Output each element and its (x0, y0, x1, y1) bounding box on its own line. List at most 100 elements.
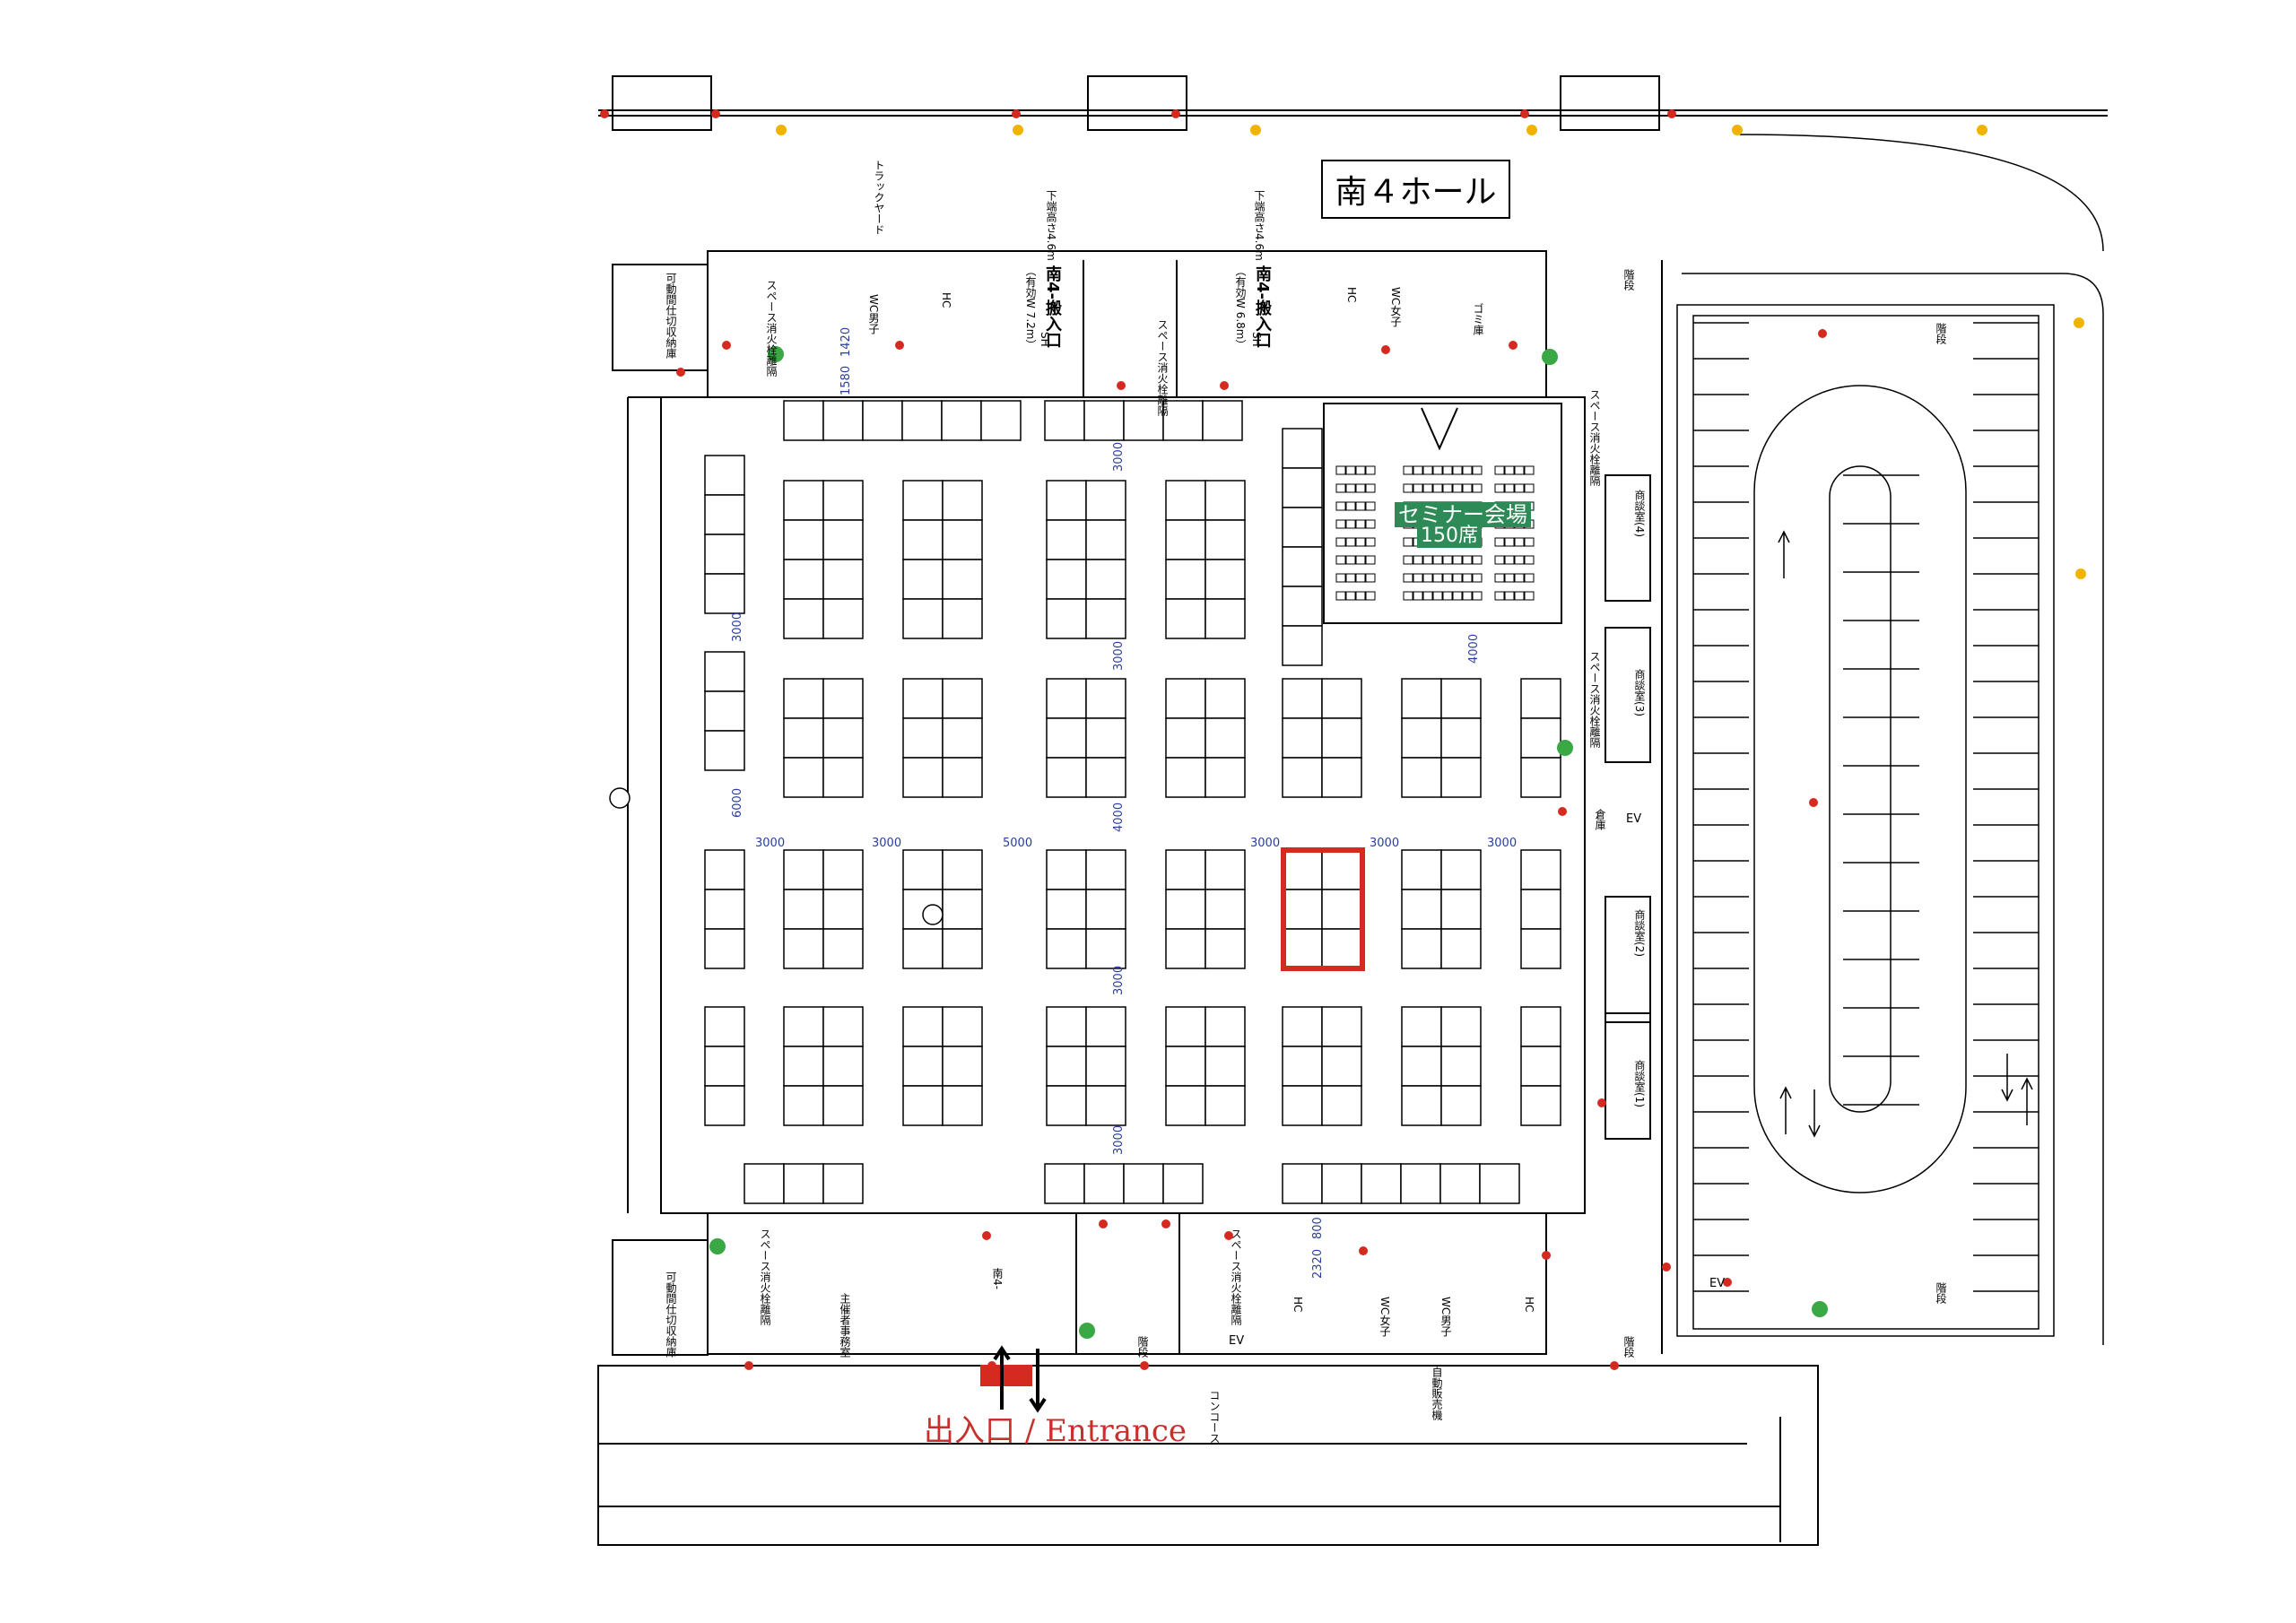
booth-seminar-side (1282, 625, 1323, 666)
booth-block (1085, 757, 1126, 798)
ev-label-3: EV (1229, 1334, 1245, 1348)
seminar-seat (1462, 483, 1473, 493)
booth-left-column (704, 494, 745, 535)
booth-left-column (704, 534, 745, 575)
booth-block (902, 928, 944, 969)
booth-block (1401, 678, 1442, 719)
loading-door-2-size: （有効W 6.8m） (1234, 265, 1247, 351)
booth-seminar-side (1282, 586, 1323, 627)
booth-left-column (704, 928, 745, 969)
booth-block (1401, 1006, 1442, 1047)
booth-seminar-side (1282, 467, 1323, 508)
fire-extinguisher-icon (1099, 1219, 1108, 1228)
booth-block (942, 928, 983, 969)
seminar-seat (1345, 591, 1356, 601)
entrance-arrow-in-icon (993, 1345, 1011, 1410)
booth-left-column (704, 730, 745, 771)
seminar-seat (1432, 555, 1443, 565)
booth-bottom-strip (1162, 1163, 1204, 1204)
entrance-door (980, 1365, 1032, 1386)
booth-block (822, 598, 864, 639)
concourse-outline (597, 1365, 1819, 1546)
seminar-seat (1413, 555, 1423, 565)
entrance-label: 出入口 / Entrance (924, 1413, 1187, 1449)
fire-extinguisher-icon (676, 368, 685, 377)
dim-h-5: 3000 (1250, 837, 1281, 850)
fire-extinguisher-icon (1520, 109, 1529, 118)
seminar-seat (1432, 591, 1443, 601)
seminar-seat (1514, 537, 1525, 547)
booth-block (1165, 678, 1206, 719)
seminar-seat (1365, 519, 1376, 529)
seminar-seat (1355, 555, 1366, 565)
hc-label-3: HC (1523, 1297, 1535, 1313)
booth-block (902, 1085, 944, 1126)
facade-bay (1560, 75, 1660, 131)
seminar-seat (1422, 465, 1433, 475)
seminar-seat (1524, 465, 1535, 475)
booth-block (1085, 559, 1126, 600)
light-icon (1250, 125, 1261, 135)
booth-block (902, 678, 944, 719)
seminar-seat (1335, 555, 1346, 565)
booth-grid (704, 400, 1561, 1204)
seminar-seat (1403, 573, 1413, 583)
facility-symbols (600, 109, 2086, 1413)
booth-top-strip (822, 400, 864, 441)
booth-block (1085, 519, 1126, 560)
booth-left-column (704, 455, 745, 496)
booth-top-strip (901, 400, 943, 441)
loading-door-1: 南4-搬入口 (1043, 265, 1062, 348)
seminar-seat (1403, 465, 1413, 475)
booth-block (1282, 1046, 1323, 1087)
booth-block (1321, 928, 1362, 969)
seminar-seat (1452, 465, 1463, 475)
ramp-direction-icon (1778, 530, 1790, 578)
seminar-seat (1365, 501, 1376, 511)
hc-label-1: HC (940, 292, 952, 308)
booth-left-column (704, 889, 745, 930)
wc-male-label: WC男子 (867, 294, 880, 334)
seminar-seat (1335, 573, 1346, 583)
seminar-seat (1504, 483, 1515, 493)
booth-block (1205, 757, 1246, 798)
booth-left-column (704, 1006, 745, 1047)
seminar-seat (1422, 573, 1433, 583)
booth-bottom-strip (1044, 1163, 1085, 1204)
seminar-seat (1472, 555, 1483, 565)
highlighted-booth[interactable] (1281, 847, 1365, 971)
seminar-seat (1345, 555, 1356, 565)
booth-block (1440, 849, 1482, 890)
shop-room-box (1605, 474, 1651, 602)
booth-block (822, 678, 864, 719)
booth-block (1321, 1046, 1362, 1087)
booth-bottom-strip (1321, 1163, 1362, 1204)
seminar-seat (1494, 537, 1505, 547)
booth-block (783, 480, 824, 521)
booth-bottom-strip (822, 1163, 864, 1204)
hall-walls (597, 75, 2108, 1546)
seminar-seat (1365, 537, 1376, 547)
booth-block (1282, 717, 1323, 759)
booth-block (1282, 1085, 1323, 1126)
booth-block (942, 757, 983, 798)
seminar-seat (1422, 591, 1433, 601)
parking-ramp (1662, 109, 2108, 1345)
seminar-seat (1335, 501, 1346, 511)
shop-room-box (1605, 896, 1651, 1023)
south-service-block (707, 1212, 1547, 1355)
booth-block (902, 717, 944, 759)
booth-block (1205, 519, 1246, 560)
seminar-seat (1514, 483, 1525, 493)
booth-bottom-strip (783, 1163, 824, 1204)
booth-block (1165, 598, 1206, 639)
booth-block (942, 717, 983, 759)
stairs-label-1: 階段 (1622, 269, 1635, 291)
booth-bottom-strip (1123, 1163, 1164, 1204)
booth-block (822, 480, 864, 521)
fire-extinguisher-icon (1220, 381, 1229, 390)
sh-label-2: SH (1250, 332, 1263, 347)
stairs-label-5: 階段 (1136, 1336, 1149, 1358)
sh-label-1: SH (1039, 332, 1051, 347)
emergency-exit-icon (1812, 1301, 1828, 1317)
